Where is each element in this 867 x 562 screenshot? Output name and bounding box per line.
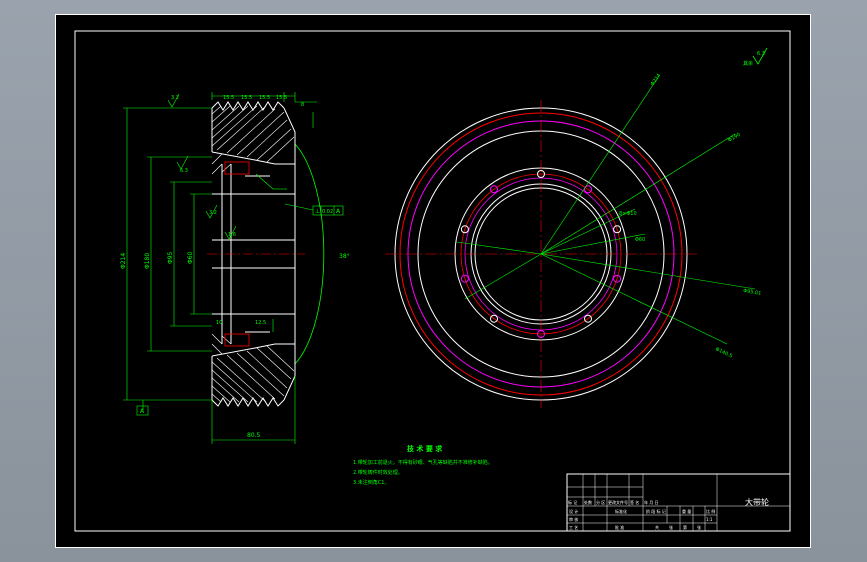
tb-total: 共 (655, 524, 659, 530)
corner-rough-label: 其余 (743, 60, 753, 67)
geom-tolerance-frame: ⊥ 0.02 A (312, 205, 344, 216)
dim-top-2: 15.5 (241, 95, 252, 101)
bolt-hole (613, 225, 622, 234)
bolt-hole (460, 274, 469, 283)
tb-mark: 标 记 (568, 499, 577, 505)
tech-req-item-3: 3.未注倒角C1。 (353, 479, 389, 486)
dim-diam-inner-b: Φ60 (187, 251, 194, 264)
hatch-rim-bottom (211, 345, 295, 403)
view-dim-3: 8×Φ10 (619, 211, 637, 217)
bolt-hole-group (460, 170, 622, 338)
bolt-hole (584, 314, 592, 323)
tb-doc-no: 更改文件号 (608, 499, 628, 505)
dim-angle: 38° (339, 253, 350, 260)
rough-2: 6.3 (180, 168, 188, 174)
tb-review: 审 核 (569, 516, 578, 522)
dim-top-3: 15.5 (259, 95, 270, 101)
bolt-hole (537, 330, 545, 338)
cad-drawing: 6.3 其余 (74, 30, 791, 532)
viewport-frame (55, 14, 811, 548)
tb-scale-value: 1:1 (706, 517, 713, 522)
bolt-hole (460, 225, 469, 234)
tb-scale-label: 比 例 (706, 508, 715, 514)
tech-req-item-1: 1.带轮加工前退火，不得有砂眼、气孔等缺陷并不准修补缺陷。 (353, 459, 493, 466)
section-bolt-holes (224, 161, 250, 347)
construction-arc (294, 143, 325, 365)
tb-approve: 批 准 (615, 524, 624, 530)
dim-diam-inner-a: Φ95 (167, 251, 174, 264)
tb-design: 设 计 (569, 508, 578, 514)
section-dim-lines (123, 92, 317, 444)
tol-value: 0.02 (322, 209, 333, 215)
dim-hole-b: 12.5 (255, 320, 266, 326)
tech-requirements: 技 术 要 求 1.带轮加工前退火，不得有砂眼、气孔等缺陷并不准修补缺陷。 2.… (353, 444, 493, 486)
view-dim-4: Φ95.01 (743, 288, 762, 297)
title-block: 大带轮 标 记 处数 分 区 更改文件号 签 名 年 月 日 设 计 标准化 阶… (566, 473, 791, 532)
view-dim-2: Φ190 (727, 132, 742, 144)
drawing-border (74, 30, 791, 532)
tb-no: 第 (683, 524, 687, 530)
corner-roughness-symbol: 6.3 其余 (743, 47, 768, 67)
rough-4: 1.6 (228, 232, 236, 238)
part-name: 大带轮 (745, 497, 769, 507)
dim-hole-a: 10 (216, 320, 222, 326)
dim-diam-outer: Φ214 (120, 253, 127, 269)
tech-req-heading: 技 术 要 求 (407, 444, 443, 453)
rough-3: 3.2 (209, 210, 217, 216)
front-leader-lines (456, 75, 756, 345)
bolt-hole (584, 185, 592, 194)
tb-weight: 重 量 (682, 508, 691, 514)
bolt-hole (490, 185, 498, 194)
rough-1: 3.2 (171, 95, 179, 101)
hatch-rim-top (211, 105, 295, 163)
bolt-hole (490, 314, 498, 323)
tb-sign: 签 名 (630, 499, 639, 505)
dim-width: 80.5 (247, 432, 261, 439)
dim-diam-mid: Φ180 (144, 253, 151, 269)
view-dim-5: Φ60 (635, 237, 645, 243)
tb-sheet-1: 张 (669, 524, 673, 530)
front-view: Φ214 Φ190 8×Φ10 Φ60 Φ95.01 Φ140.5 (385, 73, 762, 408)
drawing-viewport[interactable]: 6.3 其余 (55, 14, 811, 548)
tb-date: 年 月 日 (644, 499, 659, 505)
datum-label: A (140, 408, 145, 415)
dim-top-1: 15.5 (223, 95, 234, 101)
tb-process: 工 艺 (569, 525, 578, 530)
bolt-hole (613, 274, 622, 283)
tb-standard: 标准化 (615, 508, 627, 514)
tb-zone: 分 区 (596, 499, 605, 505)
hatch-hub (211, 153, 232, 355)
dim-top-4: 15.5 (276, 95, 287, 101)
tol-datum: A (336, 208, 341, 215)
corner-rough-value: 6.3 (757, 51, 765, 57)
tb-stage: 阶 段 标 记 (646, 508, 666, 514)
bolt-hole (537, 170, 545, 178)
tech-req-item-2: 2.带轮铸件时效处理。 (353, 469, 403, 476)
section-view: ⊥ 0.02 A A 3.2 6.3 3.2 1.6 15.5 15.5 (120, 92, 350, 444)
tol-symbol: ⊥ (315, 208, 320, 215)
tb-sheet-2: 张 (697, 524, 701, 530)
tb-count: 处数 (584, 499, 592, 505)
datum-a-box: A (136, 405, 149, 416)
dim-top-right: 8 (301, 102, 304, 108)
section-rough-symbols (167, 93, 237, 240)
